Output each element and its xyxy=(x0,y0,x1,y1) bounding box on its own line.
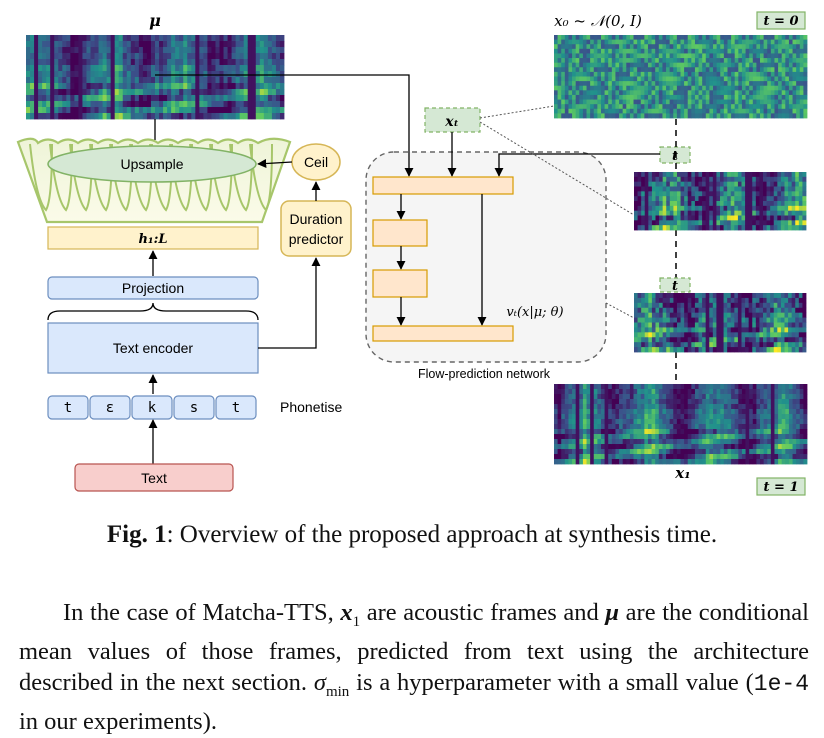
ceil-label: Ceil xyxy=(304,154,328,170)
mu-spectrogram xyxy=(26,35,285,120)
phoneme-label: t xyxy=(64,400,72,416)
projection-label: Projection xyxy=(122,280,184,296)
net-layer-3 xyxy=(372,269,428,298)
caption-label: Fig. 1 xyxy=(106,521,167,548)
x1-subscript: 1 xyxy=(352,613,361,630)
mu-symbol: μ xyxy=(605,599,620,626)
phoneme-label: k xyxy=(148,400,157,416)
para-part-2: are acoustic frames and xyxy=(360,599,606,626)
duration-predictor-line2: predictor xyxy=(289,231,344,247)
phoneme-box xyxy=(215,395,257,420)
encoder-brace xyxy=(47,302,259,321)
vt-label: vₜ(x|μ; θ) xyxy=(506,305,563,320)
t-node-mid xyxy=(659,277,691,293)
phoneme-label: s xyxy=(190,400,198,416)
figure-caption: Fig. 1: Overview of the proposed approac… xyxy=(0,521,824,549)
caption-text: : Overview of the proposed approach at s… xyxy=(166,521,718,548)
net-layer-2 xyxy=(372,219,428,247)
x1-spectrogram xyxy=(554,384,808,465)
intermediate-spectrogram-2 xyxy=(634,293,807,353)
duration-predictor-box xyxy=(280,200,352,257)
h-label: h₁:L xyxy=(138,232,167,247)
x0-label: x₀ ~ 𝒩(0, I) xyxy=(554,12,642,30)
t-label-mid: t xyxy=(672,279,678,294)
x1-symbol: x xyxy=(340,599,353,626)
upsample-label: Upsample xyxy=(120,156,183,172)
t-label-top: t xyxy=(672,149,678,164)
sigma-subscript: min xyxy=(325,683,350,700)
net-layer-1 xyxy=(372,176,514,195)
upsample-node xyxy=(47,145,257,183)
body-paragraph: In the case of Matcha-TTS, x1 are acoust… xyxy=(19,598,809,738)
inline-code: 1e-4 xyxy=(753,670,809,697)
intermediate-spectrogram-1 xyxy=(634,172,807,231)
architecture-figure: μ Upsample h₁:L Ceil Duration predictor … xyxy=(16,11,808,496)
duration-predictor-line1: Duration xyxy=(290,211,343,227)
projection-box xyxy=(47,276,259,300)
text-input-label: Text xyxy=(141,470,167,486)
xt-label: xₜ xyxy=(444,114,459,130)
text-encoder-box xyxy=(47,322,259,374)
phoneme-label: t xyxy=(232,400,240,416)
text-encoder-label: Text encoder xyxy=(113,340,193,356)
h-box xyxy=(47,226,259,250)
t0-badge xyxy=(756,11,806,30)
phoneme-box xyxy=(47,395,89,420)
phoneme-box xyxy=(173,395,215,420)
t-node-top xyxy=(659,146,691,164)
para-part-5: in our experiments). xyxy=(19,708,217,736)
para-part-1: In the case of Matcha-TTS, xyxy=(63,599,341,626)
t1-badge xyxy=(756,477,806,496)
sigma-symbol: σ xyxy=(313,668,326,696)
t1-label: t = 1 xyxy=(764,480,799,495)
flow-network-container xyxy=(365,151,607,363)
para-part-3: are the conditional mean values of those… xyxy=(19,599,809,696)
x0-noise-spectrogram xyxy=(554,35,808,119)
text-input-box xyxy=(74,463,234,492)
x1-label: x₁ xyxy=(674,464,691,482)
net-layer-4 xyxy=(372,325,514,342)
mu-label: μ xyxy=(149,11,161,30)
para-part-4: is a hyperparameter with a small value ( xyxy=(349,668,754,696)
phoneme-label: ɛ xyxy=(106,400,114,416)
flow-network-label: Flow-prediction network xyxy=(418,367,551,381)
phoneme-box xyxy=(131,395,173,420)
phonetise-label: Phonetise xyxy=(280,399,342,415)
t0-label: t = 0 xyxy=(764,14,799,29)
phoneme-box xyxy=(89,395,131,420)
